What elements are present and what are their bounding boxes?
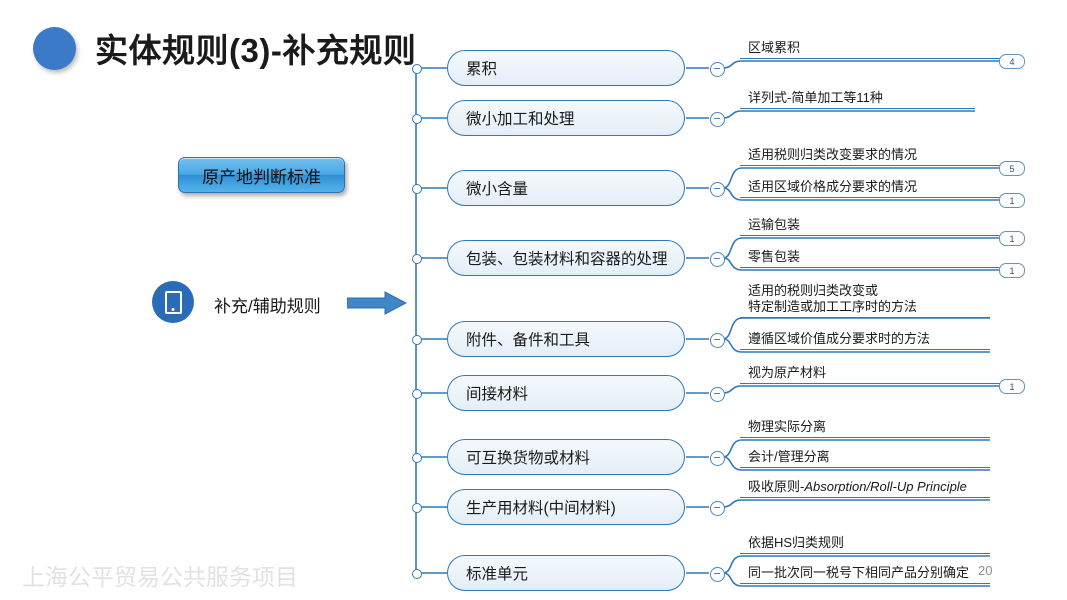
- leaf-item[interactable]: 适用的税则归类改变或 特定制造或加工工序时的方法: [740, 283, 990, 318]
- leaf-underline: [740, 583, 990, 584]
- leaf-underline: [740, 383, 1000, 384]
- leaf-label: 视为原产材料: [748, 365, 827, 380]
- minus-circle-icon[interactable]: [710, 181, 725, 197]
- leaf-count-badge: 1: [999, 379, 1025, 394]
- leaf-underline: [740, 349, 990, 350]
- leaf-label: 同一批次同一税号下相同产品分别确定: [748, 565, 970, 580]
- trunk-knob[interactable]: [412, 389, 422, 399]
- leaf-item[interactable]: 区域累积: [740, 40, 1000, 59]
- title-bullet-icon: [33, 27, 76, 70]
- leaf-item[interactable]: 依据HS归类规则: [740, 535, 990, 554]
- leaf-label: 适用的税则归类改变或 特定制造或加工工序时的方法: [748, 283, 918, 314]
- leaf-label: 适用区域价格成分要求的情况: [748, 179, 918, 194]
- trunk-knob[interactable]: [412, 184, 422, 194]
- leaf-label: 适用税则归类改变要求的情况: [748, 147, 918, 162]
- leaf-underline: [740, 235, 1000, 236]
- leaf-item[interactable]: 适用区域价格成分要求的情况: [740, 179, 1000, 198]
- branch-label: 标准单元: [466, 566, 529, 583]
- tablet-glyph: [164, 290, 182, 314]
- leaf-item[interactable]: 零售包装: [740, 249, 1000, 268]
- leaf-label: 依据HS归类规则: [748, 535, 845, 550]
- leaf-underline: [740, 58, 1000, 59]
- trunk-knob[interactable]: [412, 114, 422, 124]
- leaf-label: 遵循区域价值成分要求时的方法: [748, 331, 931, 346]
- branch-label: 累积: [466, 61, 498, 78]
- leaf-label: 详列式-简单加工等11种: [748, 90, 883, 105]
- branch-node-indirect-materials[interactable]: 间接材料: [447, 375, 685, 411]
- branch-node-de-minimis[interactable]: 微小含量: [447, 170, 685, 206]
- trunk-knob[interactable]: [412, 254, 422, 264]
- leaf-label: 会计/管理分离: [748, 449, 830, 464]
- branch-node-packaging[interactable]: 包装、包装材料和容器的处理: [447, 240, 685, 276]
- leaf-item[interactable]: 会计/管理分离: [740, 449, 990, 468]
- leaf-underline: [740, 467, 990, 468]
- branch-node-accumulation[interactable]: 累积: [447, 50, 685, 86]
- minus-circle-icon[interactable]: [710, 251, 725, 267]
- trunk-knob[interactable]: [412, 569, 422, 579]
- origin-criteria-button[interactable]: 原产地判断标准: [178, 157, 345, 193]
- branch-node-fungible-goods[interactable]: 可互换货物或材料: [447, 439, 685, 475]
- branch-label: 间接材料: [466, 386, 529, 403]
- leaf-item[interactable]: 视为原产材料: [740, 365, 1000, 384]
- branch-label: 微小加工和处理: [466, 111, 575, 128]
- minus-circle-icon[interactable]: [710, 61, 725, 77]
- page-number: 20: [978, 563, 993, 578]
- minus-circle-icon[interactable]: [710, 566, 725, 582]
- leaf-label: 物理实际分离: [748, 419, 827, 434]
- leaf-count-badge: 5: [999, 161, 1025, 176]
- minus-circle-icon[interactable]: [710, 332, 725, 348]
- leaf-item[interactable]: 运输包装: [740, 217, 1000, 236]
- leaf-underline: [740, 497, 990, 498]
- leaf-count-badge: 1: [999, 193, 1025, 208]
- branch-node-minimal-processing[interactable]: 微小加工和处理: [447, 100, 685, 136]
- leaf-underline: [740, 165, 1000, 166]
- trunk-knob[interactable]: [412, 453, 422, 463]
- minus-circle-icon[interactable]: [710, 386, 725, 402]
- page-title: 实体规则(3)-补充规则: [95, 32, 417, 69]
- leaf-label: 吸收原则-Absorption/Roll-Up Principle: [740, 479, 990, 497]
- leaf-item[interactable]: 物理实际分离: [740, 419, 990, 438]
- leaf-count-badge: 1: [999, 263, 1025, 278]
- leaf-label: 零售包装: [748, 249, 801, 264]
- branch-label: 附件、备件和工具: [466, 332, 591, 349]
- leaf-count-badge: 1: [999, 231, 1025, 246]
- leaf-label: 区域累积: [748, 40, 801, 55]
- branch-label: 包装、包装材料和容器的处理: [466, 251, 668, 268]
- leaf-underline: [740, 437, 990, 438]
- branch-label: 生产用材料(中间材料): [466, 500, 616, 517]
- leaf-underline: [740, 553, 990, 554]
- leaf-item[interactable]: 详列式-简单加工等11种: [740, 90, 975, 109]
- leaf-item[interactable]: 同一批次同一税号下相同产品分别确定: [740, 565, 990, 584]
- leaf-underline: [740, 317, 990, 318]
- leaf-label-italic: Absorption/Roll-Up Principle: [804, 479, 967, 494]
- minus-circle-icon[interactable]: [710, 500, 725, 516]
- leaf-underline: [740, 108, 975, 109]
- minus-circle-icon[interactable]: [710, 111, 725, 127]
- leaf-label: 运输包装: [748, 217, 801, 232]
- branch-node-accessories[interactable]: 附件、备件和工具: [447, 321, 685, 357]
- right-arrow-icon: [347, 291, 407, 315]
- leaf-underline: [740, 197, 1000, 198]
- leaf-item[interactable]: 适用税则归类改变要求的情况: [740, 147, 1000, 166]
- root-node-label: 补充/辅助规则: [214, 297, 321, 316]
- trunk-knob[interactable]: [412, 335, 422, 345]
- leaf-item[interactable]: 遵循区域价值成分要求时的方法: [740, 331, 990, 350]
- origin-criteria-label: 原产地判断标准: [202, 167, 321, 187]
- branch-label: 微小含量: [466, 181, 529, 198]
- leaf-underline: [740, 267, 1000, 268]
- trunk-knob[interactable]: [412, 503, 422, 513]
- branch-label: 可互换货物或材料: [466, 450, 591, 467]
- branch-node-intermediate-materials[interactable]: 生产用材料(中间材料): [447, 489, 685, 525]
- leaf-label-text: 吸收原则-: [748, 479, 805, 494]
- trunk-knob[interactable]: [412, 64, 422, 74]
- tablet-icon: [152, 281, 194, 323]
- watermark: 上海公平贸易公共服务项目: [22, 564, 298, 590]
- branch-node-standard-unit[interactable]: 标准单元: [447, 555, 685, 591]
- leaf-item[interactable]: 吸收原则-Absorption/Roll-Up Principle: [740, 479, 990, 498]
- leaf-count-badge: 4: [999, 54, 1025, 69]
- minus-circle-icon[interactable]: [710, 450, 725, 466]
